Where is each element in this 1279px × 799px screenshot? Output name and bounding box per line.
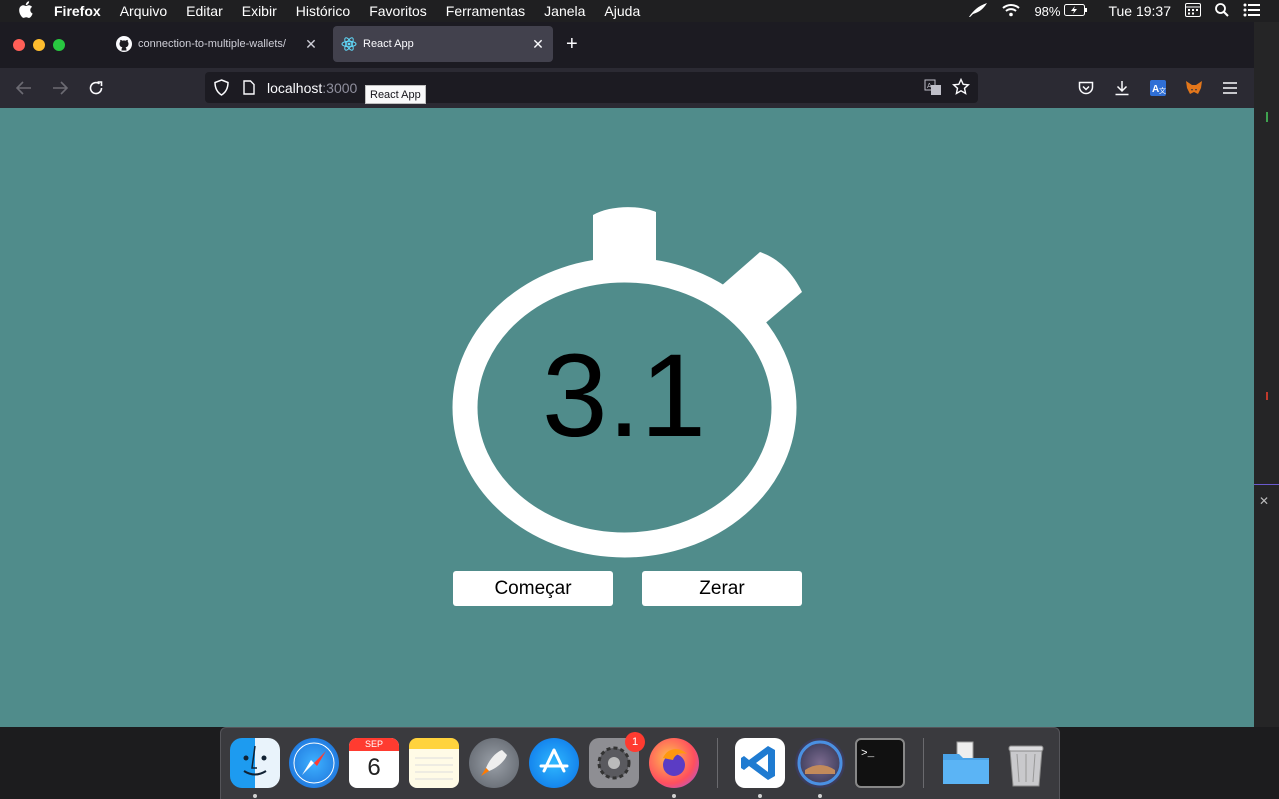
svg-text:A: A xyxy=(1152,84,1159,95)
shield-icon[interactable] xyxy=(214,79,229,101)
downloads-folder-icon[interactable] xyxy=(941,738,991,788)
macos-mojave-icon[interactable] xyxy=(795,738,845,788)
tab-close-icon[interactable]: ✕ xyxy=(532,35,544,52)
menu-historico[interactable]: Histórico xyxy=(295,3,351,19)
menu-ajuda[interactable]: Ajuda xyxy=(604,3,641,19)
battery-icon[interactable] xyxy=(1064,3,1088,19)
menu-bar: Firefox Arquivo Editar Exibir Histórico … xyxy=(0,0,1279,22)
url-text[interactable]: localhost:3000 xyxy=(267,80,357,96)
calendar-icon[interactable]: SEP 6 xyxy=(349,738,399,788)
dock-running-indicator xyxy=(253,794,257,798)
tab-label: React App xyxy=(363,38,414,50)
control-center-icon[interactable] xyxy=(1243,3,1261,20)
bookmark-star-icon[interactable] xyxy=(951,77,971,101)
notes-icon[interactable] xyxy=(409,738,459,788)
dock-separator xyxy=(923,738,924,788)
menu-favoritos[interactable]: Favoritos xyxy=(369,3,427,19)
forward-arrow-icon[interactable] xyxy=(50,78,70,98)
menu-app-name[interactable]: Firefox xyxy=(54,3,101,19)
terminal-icon[interactable]: >_ xyxy=(855,738,905,788)
pocket-icon[interactable] xyxy=(1076,78,1096,98)
finder-icon[interactable] xyxy=(230,738,280,788)
tab-tooltip: React App xyxy=(365,85,426,104)
app-store-icon[interactable] xyxy=(529,738,579,788)
spotlight-search-icon[interactable] xyxy=(1215,2,1229,20)
stopwatch-icon xyxy=(452,207,802,558)
svg-text:A: A xyxy=(927,83,932,90)
dock-running-indicator xyxy=(672,794,676,798)
translate-icon[interactable]: A xyxy=(924,79,942,101)
calendar-menu-icon[interactable] xyxy=(1185,2,1201,20)
safari-icon[interactable] xyxy=(289,738,339,788)
tab-close-icon[interactable]: ✕ xyxy=(305,35,317,52)
close-icon[interactable]: ✕ xyxy=(1259,494,1270,508)
launchpad-icon[interactable] xyxy=(469,738,519,788)
menu-arquivo[interactable]: Arquivo xyxy=(119,3,168,19)
react-icon xyxy=(341,36,357,52)
calendar-month: SEP xyxy=(349,738,399,751)
timer-display: 3.1 xyxy=(541,330,707,462)
dock-separator xyxy=(717,738,718,788)
url-port: :3000 xyxy=(322,80,358,96)
metamask-fox-icon[interactable] xyxy=(1184,78,1204,98)
downloads-icon[interactable] xyxy=(1112,78,1132,98)
wifi-icon[interactable] xyxy=(1002,3,1021,20)
feather-icon[interactable] xyxy=(968,2,988,21)
calendar-day: 6 xyxy=(367,754,381,781)
url-host: localhost xyxy=(267,80,323,96)
apple-icon[interactable] xyxy=(18,0,38,22)
tab-label: connection-to-multiple-wallets/ xyxy=(138,38,286,50)
page-content: 3.1 Começar Zerar xyxy=(0,108,1254,727)
menu-janela[interactable]: Janela xyxy=(544,3,586,19)
menu-ferramentas[interactable]: Ferramentas xyxy=(445,3,526,19)
dock: SEP 6 1 >_ xyxy=(220,727,1060,799)
tab-bar: connection-to-multiple-wallets/ ✕ React … xyxy=(0,22,1254,68)
minimize-window-button[interactable] xyxy=(33,39,45,51)
background-window-strip: ✕ xyxy=(1254,22,1279,727)
battery-percent: 98% xyxy=(1034,3,1061,19)
svg-text:文: 文 xyxy=(1159,86,1166,95)
dock-running-indicator xyxy=(758,794,762,798)
start-button[interactable]: Começar xyxy=(453,571,613,606)
trash-icon[interactable] xyxy=(1001,738,1051,788)
zoom-window-button[interactable] xyxy=(53,39,65,51)
svg-text:>_: >_ xyxy=(861,748,875,760)
reset-button[interactable]: Zerar xyxy=(642,571,802,606)
dock-running-indicator xyxy=(818,794,822,798)
github-icon xyxy=(116,36,132,52)
menu-editar[interactable]: Editar xyxy=(186,3,223,19)
hamburger-menu-icon[interactable] xyxy=(1220,78,1240,98)
url-bar[interactable]: localhost:3000 A xyxy=(205,72,978,103)
tab-github[interactable]: connection-to-multiple-wallets/ ✕ xyxy=(108,26,326,62)
page-icon[interactable] xyxy=(243,80,255,100)
close-window-button[interactable] xyxy=(13,39,25,51)
notification-badge: 1 xyxy=(625,732,645,752)
tab-react-app[interactable]: React App ✕ xyxy=(333,26,553,62)
firefox-icon[interactable] xyxy=(649,738,699,788)
back-arrow-icon[interactable] xyxy=(14,78,34,98)
menu-exibir[interactable]: Exibir xyxy=(241,3,277,19)
clock[interactable]: Tue 19:37 xyxy=(1108,3,1171,19)
reload-icon[interactable] xyxy=(86,78,106,98)
vscode-icon[interactable] xyxy=(735,738,785,788)
new-tab-plus-icon[interactable]: + xyxy=(566,33,578,55)
system-preferences-icon[interactable]: 1 xyxy=(589,732,645,788)
